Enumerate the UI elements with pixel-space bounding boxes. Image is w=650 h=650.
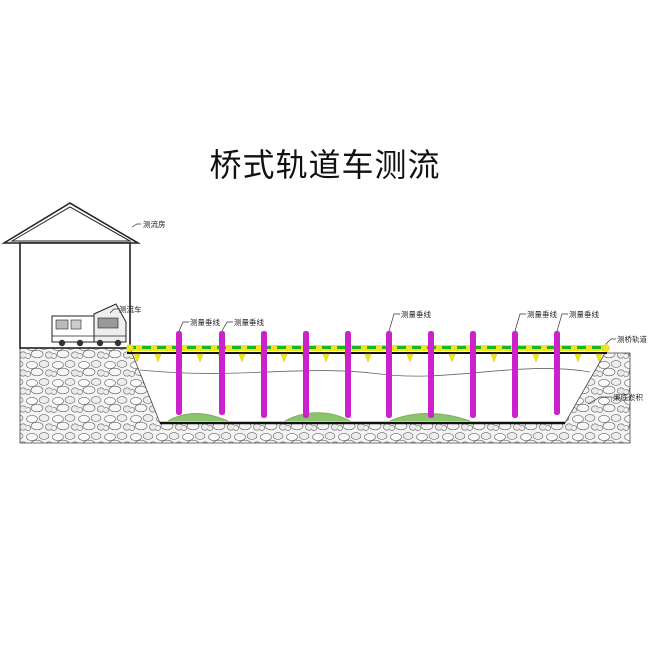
track-hanger [238, 353, 246, 363]
measuring-vertical-7 [428, 331, 434, 418]
track-end-cap [126, 344, 134, 352]
track-hanger [154, 353, 162, 363]
measuring-vertical-9 [512, 331, 518, 418]
measuring-vertical-4 [303, 331, 309, 418]
track-hanger [595, 353, 603, 363]
label-car: 测流车 [119, 304, 142, 314]
track-hanger [133, 353, 141, 363]
track-hanger [406, 353, 414, 363]
measuring-vertical-5 [345, 331, 351, 418]
track-hanger [364, 353, 372, 363]
label-bed: 渠底淤积 [613, 392, 643, 402]
measuring-vertical-3 [261, 331, 267, 418]
track-hanger [448, 353, 456, 363]
label-track: 测桥轨道 [617, 334, 647, 344]
measuring-vertical-2 [219, 331, 225, 415]
label-vertical-3: 测量垂线 [401, 309, 431, 319]
label-house: 测流房 [143, 219, 166, 229]
stone-bank-icon [19, 347, 631, 444]
track-hanger [574, 353, 582, 363]
measuring-vertical-10 [554, 331, 560, 415]
diagram-title: 桥式轨道车测流 [209, 146, 441, 184]
measuring-verticals [176, 331, 560, 418]
track-hanger [322, 353, 330, 363]
measuring-vertical-6 [386, 331, 392, 418]
track-hanger [532, 353, 540, 363]
track-hanger [280, 353, 288, 363]
bridge-track [126, 344, 610, 363]
track-hanger [490, 353, 498, 363]
sediment-deposit [167, 412, 471, 422]
water-surface [139, 368, 591, 377]
label-vertical-2: 测量垂线 [234, 317, 264, 327]
track-end-cap [602, 344, 610, 352]
measuring-vertical-1 [176, 331, 182, 415]
leader-lines [109, 223, 616, 405]
measuring-car-icon [51, 303, 127, 347]
label-vertical-5: 测量垂线 [569, 309, 599, 319]
label-vertical-4: 测量垂线 [527, 309, 557, 319]
measuring-vertical-8 [470, 331, 476, 418]
track-hanger [196, 353, 204, 363]
label-vertical-1: 测量垂线 [190, 317, 220, 327]
